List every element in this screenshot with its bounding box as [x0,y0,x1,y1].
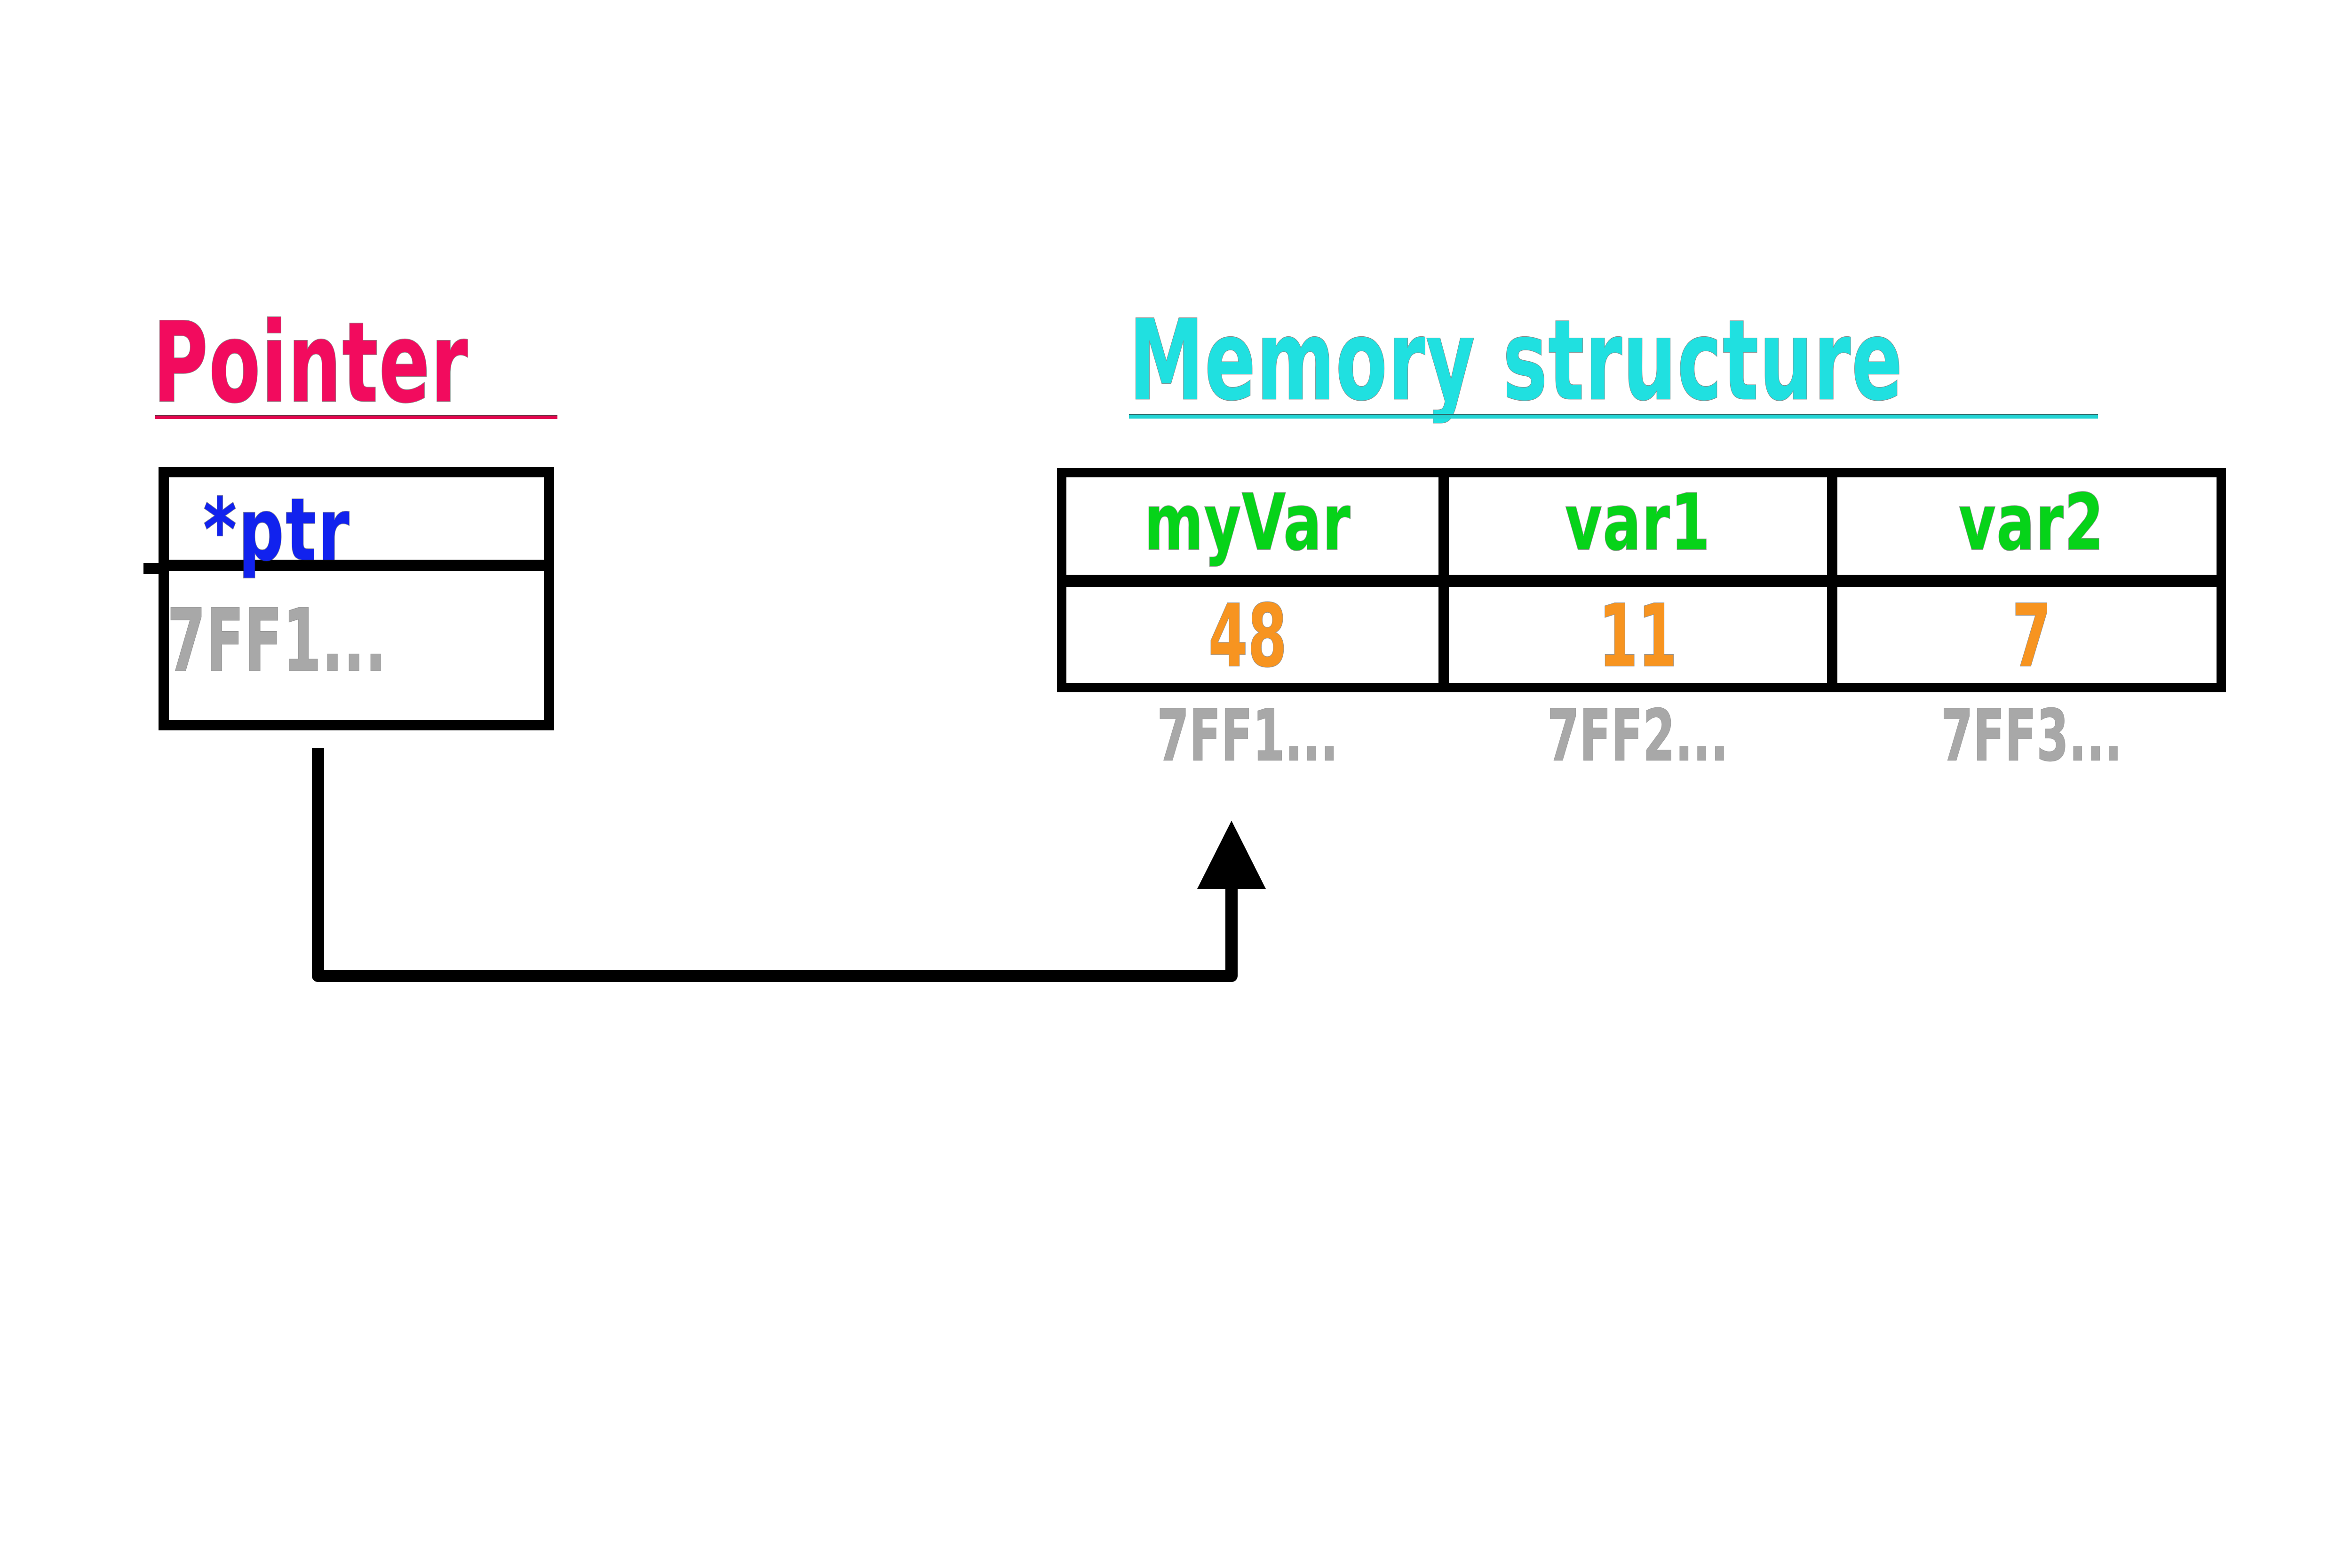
memory-cell-value-1: 11 [1598,586,1678,687]
arrow-path [312,748,1238,982]
memory-cell-address-2: 7FF3... [1940,695,2122,777]
memory-cell-name-2: var2 [1958,477,2105,569]
memory-cell-name-0: myVar [1144,477,1351,569]
memory-cell-name-1: var1 [1565,477,1711,569]
page-title-pointer: Pointer [152,298,469,428]
pointer-stored-address: 7FF1... [167,591,387,691]
memory-cell-address-1: 7FF2... [1547,695,1729,777]
memory-table-row-divider [1057,575,2226,587]
memory-title-underline [1129,414,2098,419]
memory-cell-value-2: 7 [2011,586,2051,687]
page-title-memory-structure: Memory structure [1128,296,1904,426]
pointer-box [159,467,554,730]
memory-cell-address-0: 7FF1... [1157,695,1339,777]
pointer-name-label: *ptr [203,479,351,580]
pointer-box-row-divider [159,560,554,571]
arrow-head-icon [1197,821,1266,889]
pointer-box-divider-tick [143,563,162,574]
memory-cell-value-0: 48 [1208,586,1287,687]
pointer-title-underline [155,415,557,419]
